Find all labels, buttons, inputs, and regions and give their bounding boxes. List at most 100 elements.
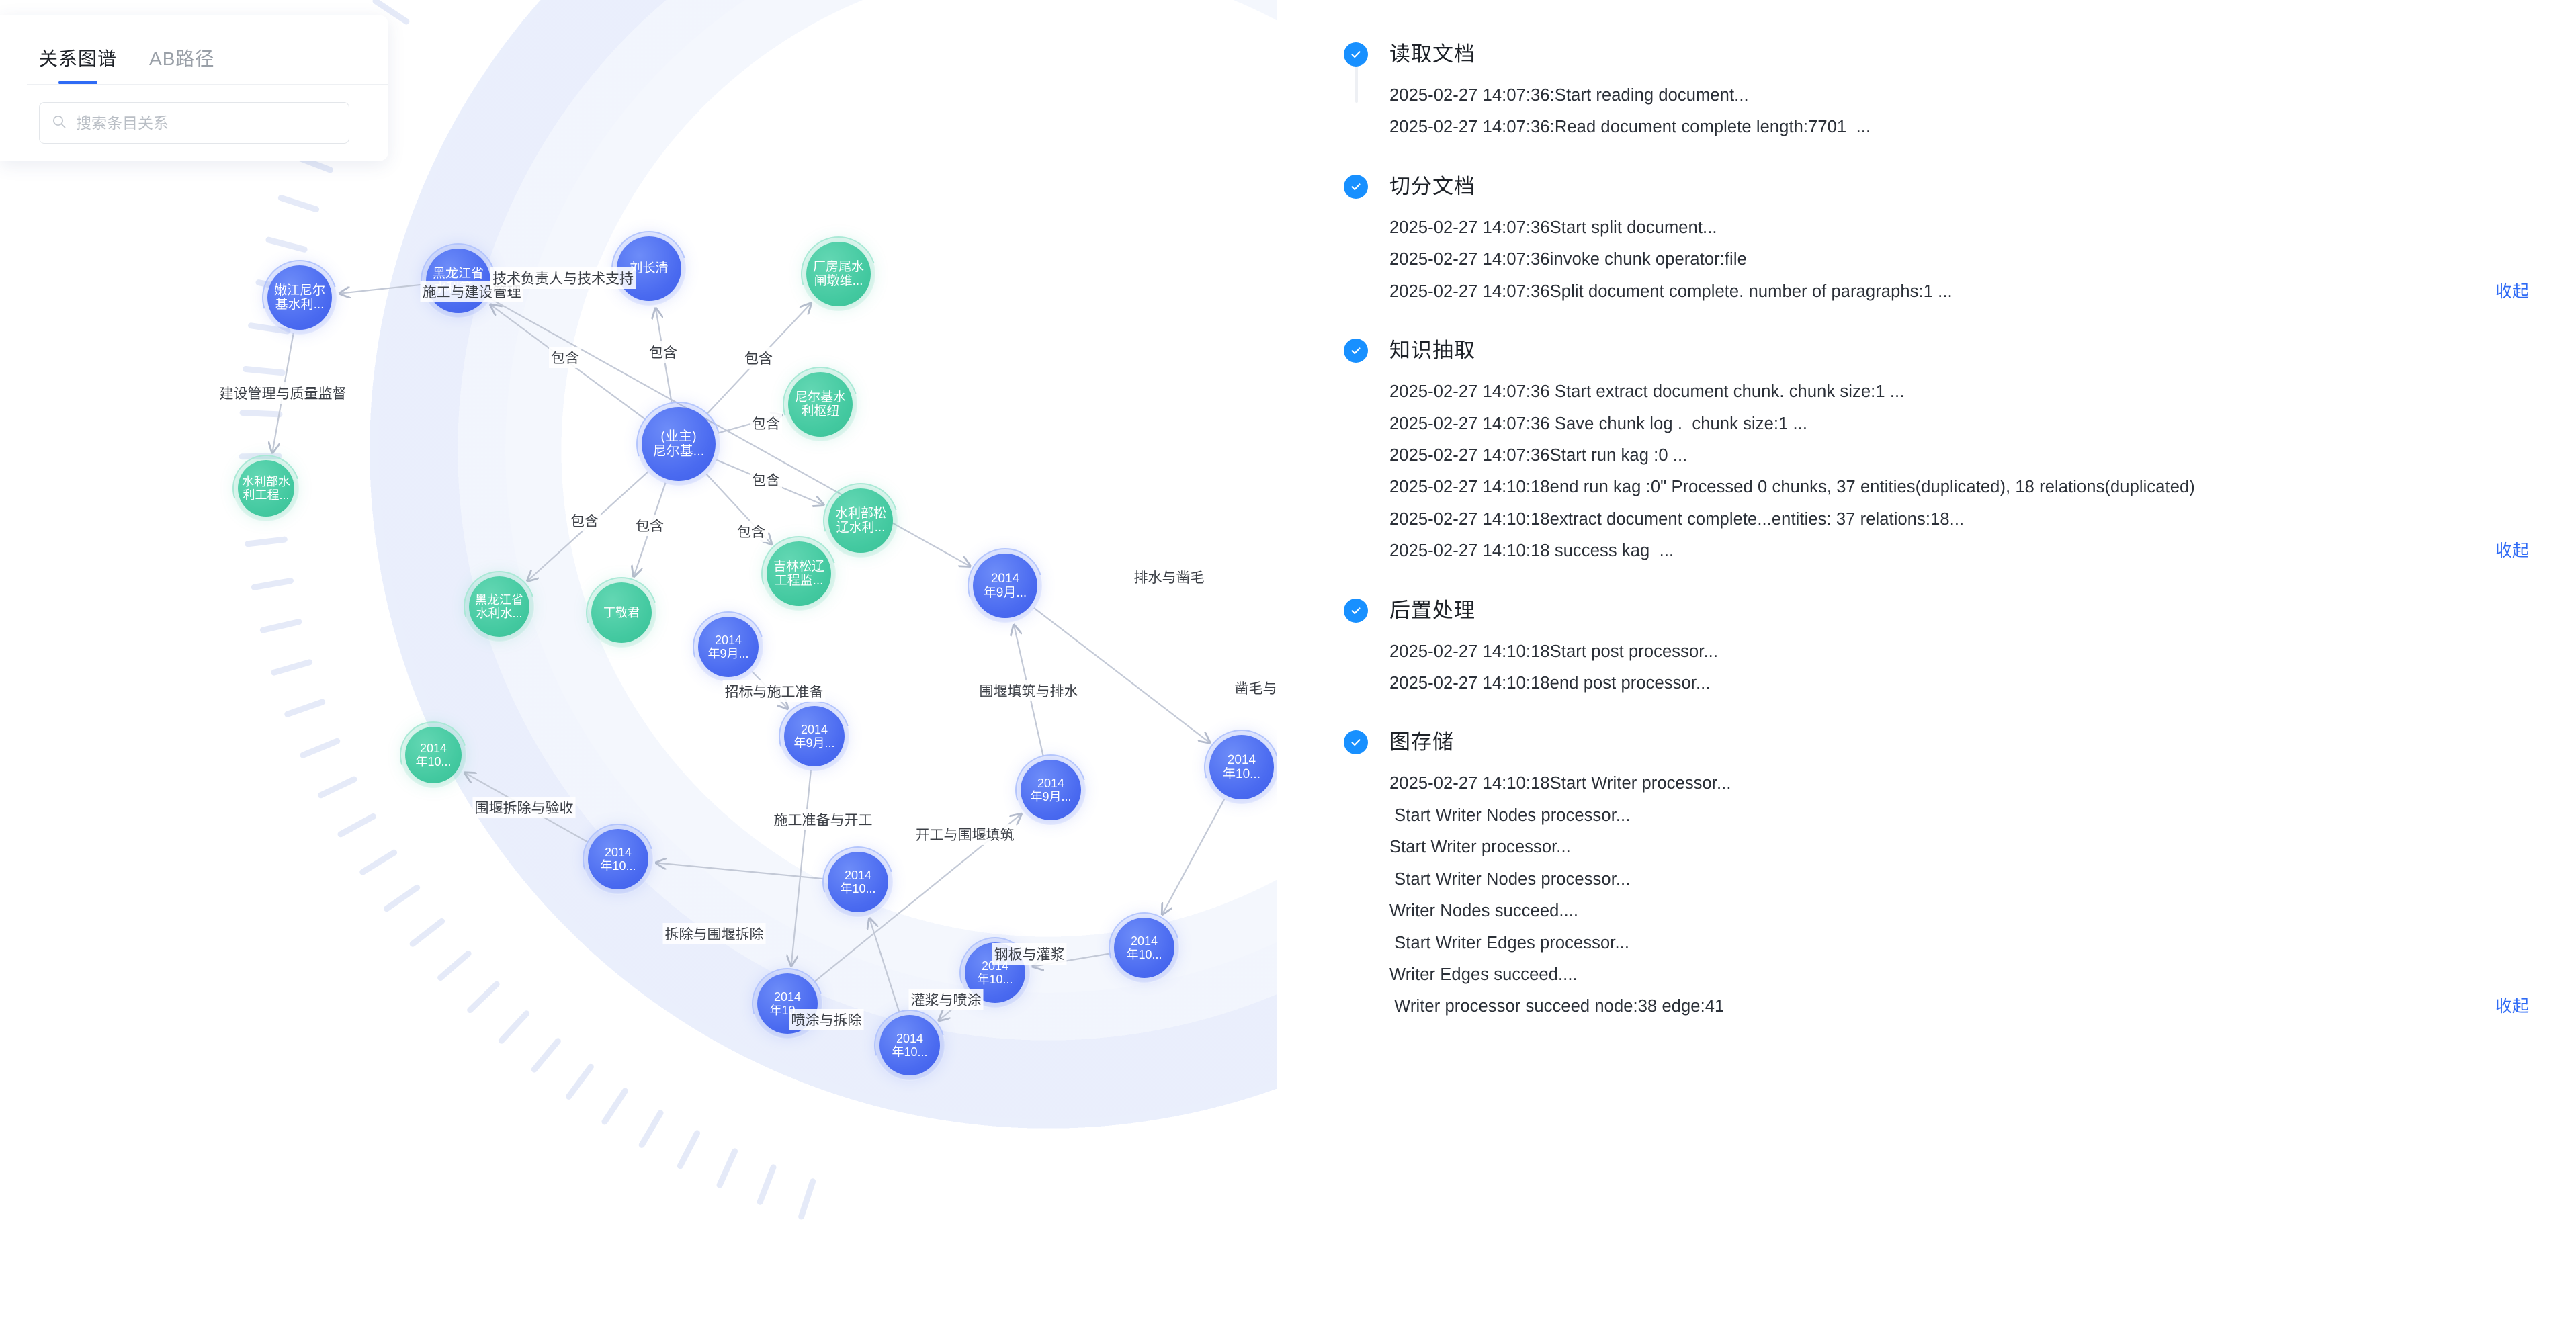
- check-circle-icon: [1344, 730, 1368, 755]
- pipeline-step-title: 读取文档: [1389, 42, 1475, 66]
- search-box[interactable]: [39, 102, 349, 144]
- log-row: Start Writer processor...: [1389, 832, 2529, 863]
- log-line: 2025-02-27 14:07:36:Start reading docume…: [1389, 86, 1749, 105]
- graph-node-label: 2014 年10...: [1223, 752, 1260, 781]
- graph-node[interactable]: 2014 年10...: [1096, 899, 1193, 996]
- decorative-tick-ring: [239, 0, 816, 1220]
- collapse-link[interactable]: 收起: [2495, 997, 2529, 1016]
- graph-node-label: 吉林松辽 工程监...: [773, 559, 824, 588]
- graph-node[interactable]: (业主) 尼尔基...: [621, 386, 736, 502]
- log-row: 2025-02-27 14:07:36Split document comple…: [1389, 276, 2529, 308]
- graph-node[interactable]: 吉林松辽 工程监...: [748, 523, 850, 625]
- graph-node-label: 2014 年10...: [892, 1031, 928, 1059]
- check-circle-icon: [1344, 42, 1368, 67]
- graph-node[interactable]: 水利部松 辽水利...: [810, 470, 912, 572]
- search-icon: [52, 114, 67, 132]
- search-input[interactable]: [76, 103, 337, 143]
- log-row: Writer Edges succeed....: [1389, 959, 2529, 991]
- log-line: Start Writer Nodes processor...: [1389, 805, 1631, 825]
- graph-node[interactable]: 2014 年10...: [1191, 716, 1277, 818]
- check-circle-icon: [1344, 339, 1368, 363]
- graph-controls-card: 关系图谱 AB路径: [0, 15, 388, 161]
- collapse-link[interactable]: 收起: [2495, 541, 2529, 561]
- check-circle-icon: [1344, 174, 1368, 199]
- log-row: 2025-02-27 14:07:36:Start reading docume…: [1389, 80, 2529, 112]
- log-row: 2025-02-27 14:10:18 success kag ... 收起: [1389, 535, 2529, 567]
- graph-node[interactable]: 刘长清: [598, 218, 700, 320]
- graph-node-label: 丁敬君: [603, 605, 640, 619]
- graph-node[interactable]: 水利部水 利工程...: [220, 443, 312, 534]
- graph-node[interactable]: 嫩江尼尔 基水利...: [249, 247, 351, 349]
- graph-node-label: 2014 年9月...: [983, 571, 1027, 600]
- pipeline-timeline: 读取文档 2025-02-27 14:07:36:Start reading do…: [1344, 37, 2529, 1023]
- log-line: Writer Edges succeed....: [1389, 965, 1578, 985]
- log-row: 2025-02-27 14:10:18Start post processor.…: [1389, 636, 2529, 668]
- search-section: [0, 85, 388, 144]
- graph-node[interactable]: 2014 年10...: [388, 709, 479, 801]
- graph-node[interactable]: 尼尔基水 利枢纽: [769, 353, 871, 455]
- log-row: Start Writer Nodes processor...: [1389, 800, 2529, 832]
- log-line: 2025-02-27 14:10:18extract document comp…: [1389, 509, 1965, 529]
- log-row: 2025-02-27 14:10:18extract document comp…: [1389, 504, 2529, 535]
- log-line: 2025-02-27 14:10:18 success kag ...: [1389, 541, 1674, 561]
- log-row: Start Writer Edges processor...: [1389, 928, 2529, 959]
- graph-node[interactable]: 2014 年10...: [570, 811, 667, 908]
- graph-node[interactable]: 2014 年10...: [739, 955, 836, 1052]
- graph-node-label: 尼尔基水 利枢纽: [794, 390, 846, 418]
- graph-node-label: 2014 年10...: [1126, 934, 1162, 961]
- log-row: 2025-02-27 14:10:18end post processor...: [1389, 668, 2529, 699]
- log-row: Start Writer Nodes processor...: [1389, 864, 2529, 895]
- graph-node-label: 2014 年10...: [600, 845, 636, 873]
- graph-node-label: 2014 年10...: [415, 741, 452, 768]
- graph-node-label: 2014 年9月...: [1030, 776, 1072, 803]
- log-line: 2025-02-27 14:10:18Start post processor.…: [1389, 642, 1719, 661]
- pipeline-step: 知识抽取 2025-02-27 14:07:36 Start extract do…: [1344, 333, 2529, 568]
- log-line: 2025-02-27 14:10:18end run kag :0" Proce…: [1389, 478, 2195, 497]
- collapse-link[interactable]: 收起: [2495, 281, 2529, 301]
- graph-node[interactable]: 黑龙江省 水利水...: [451, 558, 548, 655]
- tab-relation-graph[interactable]: 关系图谱: [39, 44, 117, 85]
- graph-node[interactable]: 厂房尾水 闸墩维...: [787, 223, 890, 325]
- log-row: Writer processor succeed node:38 edge:41…: [1389, 991, 2529, 1022]
- pipeline-step: 读取文档 2025-02-27 14:07:36:Start reading do…: [1344, 37, 2529, 144]
- log-line: 2025-02-27 14:07:36:Read document comple…: [1389, 118, 1871, 137]
- graph-node[interactable]: 2014 年9月...: [1002, 742, 1099, 838]
- graph-node[interactable]: 2014 年10...: [947, 924, 1043, 1021]
- graph-node-label: 2014 年10...: [840, 868, 876, 895]
- graph-node-label: 2014 年9月...: [707, 633, 749, 660]
- graph-node[interactable]: 2014 年10...: [810, 834, 906, 930]
- log-line: Start Writer Nodes processor...: [1389, 869, 1631, 889]
- graph-node-label: 黑龙江省 水利水...: [475, 592, 523, 620]
- log-row: 2025-02-27 14:10:18Start Writer processo…: [1389, 768, 2529, 799]
- graph-node-label: 刘长清: [630, 261, 669, 276]
- log-line: 2025-02-27 14:07:36invoke chunk operator…: [1389, 250, 1747, 269]
- check-circle-icon: [1344, 598, 1368, 623]
- log-line: Writer Nodes succeed....: [1389, 901, 1579, 921]
- log-line: Start Writer Edges processor...: [1389, 933, 1630, 953]
- graph-node[interactable]: 2014 年10...: [861, 997, 958, 1094]
- graph-node-label: 嫩江尼尔 基水利...: [273, 283, 325, 312]
- log-line: 2025-02-27 14:07:36Start run kag :0 ...: [1389, 445, 1688, 465]
- graph-edges-layer: [0, 283, 1226, 1303]
- graph-node[interactable]: 2014 年9月...: [766, 688, 863, 785]
- pipeline-step-title: 知识抽取: [1389, 339, 1475, 363]
- log-row: 2025-02-27 14:07:36invoke chunk operator…: [1389, 244, 2529, 275]
- graph-node-label: (业主) 尼尔基...: [652, 429, 705, 459]
- graph-node[interactable]: 2014 年9月...: [680, 599, 777, 695]
- pipeline-log-panel[interactable]: 读取文档 2025-02-27 14:07:36:Start reading do…: [1277, 0, 2576, 1324]
- relation-graph-panel[interactable]: 嫩江尼尔 基水利... 黑龙江省 水利第... 刘长清 厂房尾水 闸墩维... 水利部水…: [0, 0, 1277, 1303]
- pipeline-step-title: 切分文档: [1389, 174, 1475, 198]
- graph-node-label: 水利部水 利工程...: [242, 474, 290, 502]
- graph-node[interactable]: 2014 年9月...: [954, 535, 1056, 637]
- log-row: Writer Nodes succeed....: [1389, 895, 2529, 927]
- log-row: 2025-02-27 14:07:36 Start extract docume…: [1389, 376, 2529, 408]
- graph-node[interactable]: 黑龙江省 水利第...: [407, 230, 509, 332]
- log-line: Start Writer processor...: [1389, 838, 1571, 857]
- log-row: 2025-02-27 14:10:18end run kag :0" Proce…: [1389, 472, 2529, 503]
- tab-ab-path[interactable]: AB路径: [149, 48, 215, 69]
- graph-node[interactable]: 丁敬君: [573, 564, 670, 661]
